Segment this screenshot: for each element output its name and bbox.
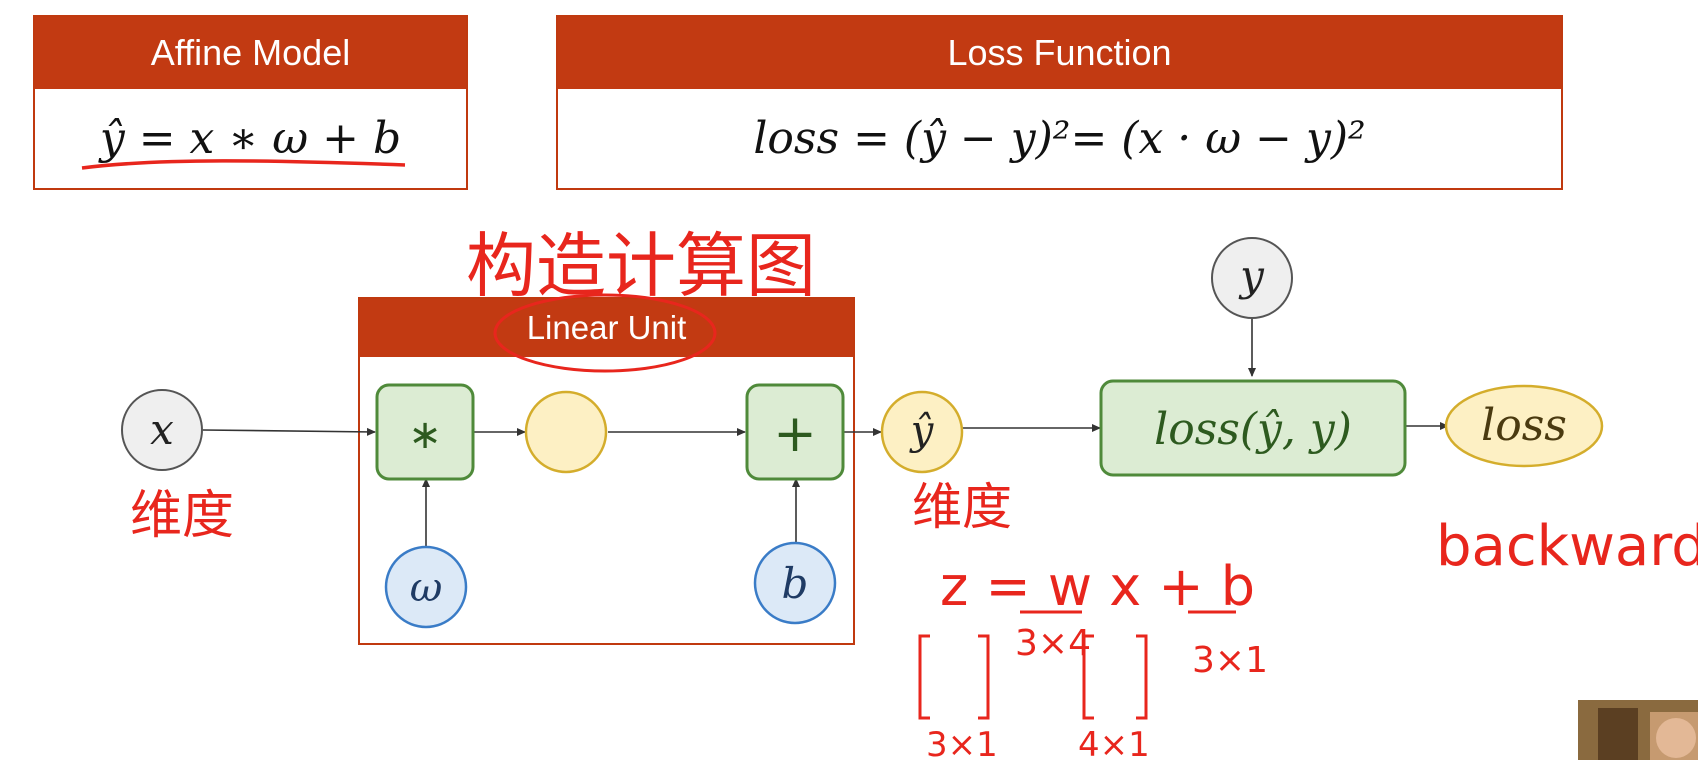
node-x-label: x — [150, 405, 174, 454]
node-y-label: y — [1238, 251, 1265, 300]
edge-x-to-multiply — [203, 430, 375, 432]
z-matrix-bracket-right — [978, 636, 988, 718]
handwriting-x-shape: 4×1 — [1078, 725, 1150, 760]
handwriting-z-shape: 3×1 — [926, 725, 998, 760]
node-multiply-label: ∗ — [408, 412, 442, 458]
z-matrix-bracket-left — [920, 636, 930, 718]
node-intermediate — [526, 392, 606, 472]
affine-underline-stroke — [82, 161, 405, 168]
node-b-label: b — [782, 559, 809, 608]
handwriting-dimension-yhat: 维度 — [912, 478, 1012, 536]
node-add-label: + — [773, 404, 817, 464]
handwriting-equation: z = w x + b — [940, 555, 1255, 618]
handwriting-b-shape: 3×1 — [1192, 640, 1268, 681]
node-loss-fn-label: loss(ŷ, y) — [1154, 404, 1352, 455]
x-matrix-bracket-right — [1136, 636, 1146, 718]
handwriting-backward: backward — [1436, 514, 1698, 579]
handwriting-w-shape: 3×4 — [1015, 623, 1091, 664]
node-loss-out-label: loss — [1481, 400, 1567, 451]
handwriting-dimension-x: 维度 — [130, 486, 234, 546]
node-omega-label: ω — [410, 565, 443, 611]
webcam-thumbnail — [1578, 700, 1698, 760]
node-y-hat-label: ŷ — [909, 408, 935, 454]
handwriting-build-graph: 构造计算图 — [466, 225, 816, 307]
